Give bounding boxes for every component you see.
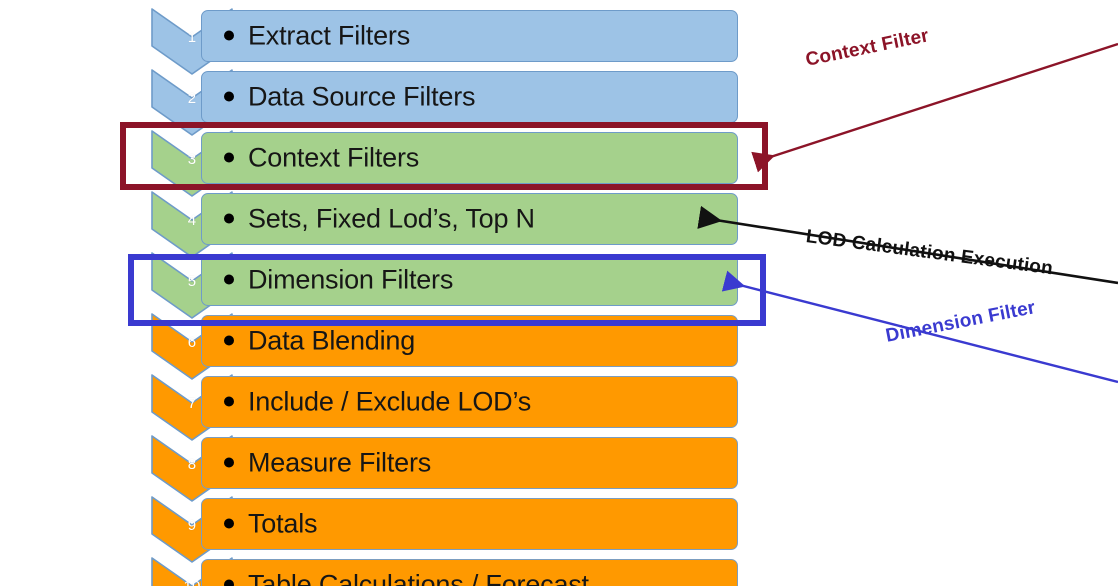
step-label: Sets, Fixed Lod’s, Top N bbox=[248, 203, 535, 234]
annotation-label-dimension-filter: Dimension Filter bbox=[883, 297, 1038, 347]
step-label-text-wrapper: Dimension Filters bbox=[224, 265, 453, 296]
bullet-icon bbox=[224, 91, 234, 102]
step-label: Dimension Filters bbox=[248, 264, 454, 295]
step-number: 4 bbox=[187, 212, 197, 229]
annotation-label-context-filter: Context Filter bbox=[803, 25, 931, 71]
step-label-text-wrapper: Data Source Filters bbox=[224, 82, 475, 113]
bullet-icon bbox=[224, 30, 234, 41]
step-label-bar: Include / Exclude LOD’s bbox=[201, 376, 738, 428]
step-label-text-wrapper: Sets, Fixed Lod’s, Top N bbox=[224, 204, 535, 235]
step-label-bar: Sets, Fixed Lod’s, Top N bbox=[201, 193, 738, 245]
dimension-filters-highlight bbox=[128, 254, 766, 326]
bullet-icon bbox=[224, 457, 234, 468]
annotation-label-lod-calculation: LOD Calculation Execution bbox=[804, 226, 1055, 280]
step-label: Data Blending bbox=[248, 325, 416, 356]
step-label: Data Source Filters bbox=[248, 81, 476, 112]
bullet-icon bbox=[224, 518, 234, 529]
step-label-bar: Measure Filters bbox=[201, 437, 738, 489]
bullet-icon bbox=[224, 579, 234, 586]
step-label-text-wrapper: Data Blending bbox=[224, 326, 415, 357]
step-label-text-wrapper: Context Filters bbox=[224, 143, 419, 174]
step-label: Context Filters bbox=[248, 142, 420, 173]
step-label-text-wrapper: Include / Exclude LOD’s bbox=[224, 387, 531, 418]
step-number: 1 bbox=[187, 29, 197, 46]
step-label-text-wrapper: Extract Filters bbox=[224, 21, 410, 52]
step-number: 6 bbox=[187, 334, 197, 351]
step-label: Totals bbox=[248, 508, 318, 539]
step-label: Include / Exclude LOD’s bbox=[248, 386, 532, 417]
step-label-bar: Data Source Filters bbox=[201, 71, 738, 123]
step-label: Extract Filters bbox=[248, 20, 411, 51]
bullet-icon bbox=[224, 152, 234, 163]
step-number: 3 bbox=[187, 151, 197, 168]
step-number: 2 bbox=[187, 90, 197, 107]
step-label-bar: Dimension Filters bbox=[201, 254, 738, 306]
step-label-bar: Totals bbox=[201, 498, 738, 550]
bullet-icon bbox=[224, 396, 234, 407]
step-label-text-wrapper: Table Calculations / Forecast bbox=[224, 570, 589, 586]
step-number: 9 bbox=[187, 517, 197, 534]
step-number: 10 bbox=[151, 579, 233, 586]
step-number: 5 bbox=[187, 273, 197, 290]
step-label-bar: Table Calculations / Forecast bbox=[201, 559, 738, 586]
context-filters-highlight bbox=[120, 122, 768, 190]
step-label-text-wrapper: Measure Filters bbox=[224, 448, 431, 479]
step-label: Measure Filters bbox=[248, 447, 432, 478]
step-number: 7 bbox=[187, 395, 197, 412]
step-label-text-wrapper: Totals bbox=[224, 508, 318, 540]
step-label-bar: Context Filters bbox=[201, 132, 738, 184]
step-number: 8 bbox=[187, 456, 197, 473]
step-label-bar: Extract Filters bbox=[201, 10, 738, 62]
bullet-icon bbox=[224, 274, 234, 285]
bullet-icon bbox=[224, 213, 234, 224]
bullet-icon bbox=[224, 335, 234, 346]
step-label: Table Calculations / Forecast bbox=[248, 569, 589, 586]
